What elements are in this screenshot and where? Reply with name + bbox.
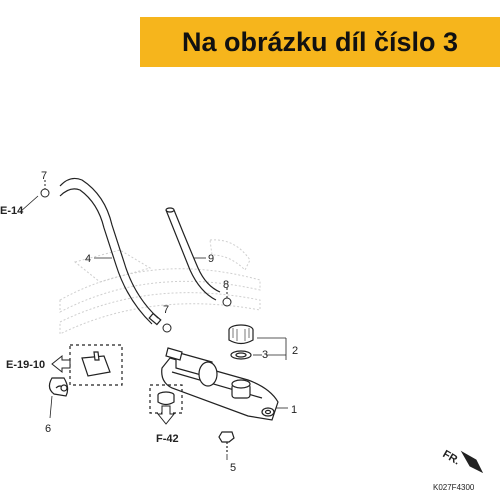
ref-f-42: F-42 [156, 433, 179, 445]
seal-ring [230, 350, 252, 360]
hose-4 [59, 177, 162, 326]
part-label-3: 3 [262, 349, 268, 361]
part-label-5: 5 [230, 462, 236, 474]
arrow-f-42 [156, 405, 176, 425]
ref-e-14: E-14 [0, 205, 24, 217]
front-direction-icon [460, 450, 484, 474]
part-label-9: 9 [208, 253, 214, 265]
reservoir-tank-1 [161, 347, 279, 421]
arrow-e-19-10 [51, 354, 71, 374]
part-label-4: 4 [85, 253, 91, 265]
direction-label: FR. [441, 448, 462, 467]
part-label-6: 6 [45, 423, 51, 435]
highlight-banner: Na obrázku díl číslo 3 [140, 17, 500, 67]
grommet [149, 384, 183, 414]
drawing-code: K027F4300 [433, 483, 475, 492]
clamp-7-mid [162, 323, 172, 333]
bracket-holder [69, 344, 123, 386]
watermark-logo [59, 239, 261, 335]
cap-3 [228, 324, 254, 345]
part-label-7-top: 7 [41, 170, 47, 182]
part-label-1: 1 [291, 404, 297, 416]
clamp-8 [222, 288, 232, 307]
bolt-5 [218, 431, 235, 452]
ref-e-19-10: E-19-10 [6, 359, 45, 371]
leader-lines [19, 195, 288, 460]
banner-text: Na obrázku díl číslo 3 [181, 26, 459, 57]
clamp-7-top [40, 180, 50, 198]
part-label-8: 8 [223, 279, 229, 291]
clip-6 [48, 377, 69, 397]
hose-9 [165, 207, 221, 301]
part-label-7-mid: 7 [163, 304, 169, 316]
part-label-2: 2 [292, 345, 298, 357]
